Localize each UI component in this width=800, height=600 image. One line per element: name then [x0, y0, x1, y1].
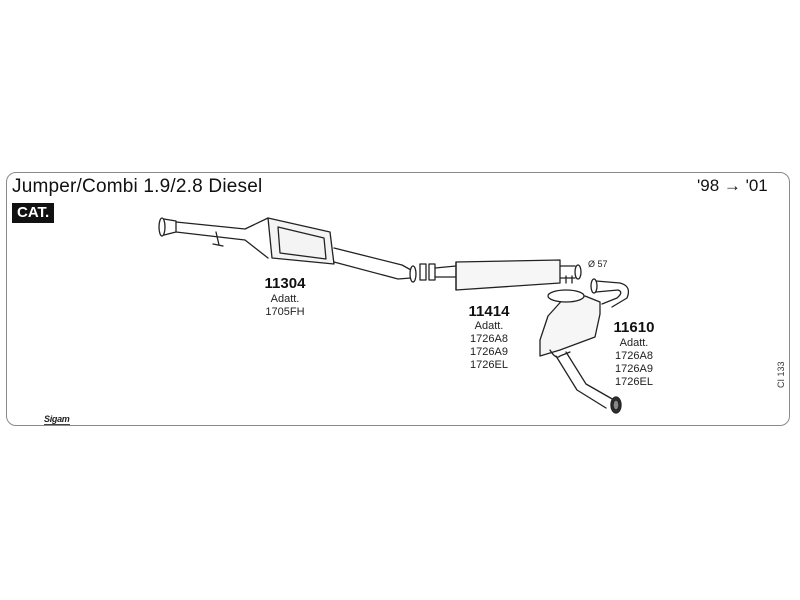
adapter-list-11414: Adatt. 1726A8 1726A9 1726EL — [462, 320, 516, 372]
vehicle-title: Jumper/Combi 1.9/2.8 Diesel — [12, 176, 263, 197]
adapter-label: Adatt. — [619, 337, 649, 349]
part-number-11414: 11414 — [468, 303, 510, 320]
adapter-code: 1726EL — [615, 376, 653, 388]
pipe-clamp[interactable] — [419, 263, 457, 281]
year-range: '98 → '01 — [697, 176, 768, 195]
brand-logo: Sigam — [44, 414, 70, 425]
part-number-11610: 11610 — [613, 319, 655, 336]
cat-badge: CAT. — [12, 203, 55, 223]
adapter-label: Adatt. — [474, 320, 504, 332]
catalog-reference: CI 133 — [776, 361, 786, 388]
adapter-code: 1726A8 — [470, 333, 508, 345]
adapter-list-11610: Adatt. 1726A8 1726A9 1726EL — [607, 337, 661, 389]
adapter-list-11304: Adatt. 1705FH — [258, 293, 312, 319]
middle-silencer[interactable] — [455, 259, 582, 291]
adapter-code: 1726A8 — [615, 350, 653, 362]
part-number-11304: 11304 — [264, 275, 306, 292]
diagram-panel — [6, 172, 790, 426]
diameter-note: Ø 57 — [588, 259, 608, 269]
adapter-code: 1705FH — [265, 306, 305, 318]
adapter-code: 1726EL — [470, 359, 508, 371]
adapter-code: 1726A9 — [470, 346, 508, 358]
adapter-label: Adatt. — [270, 293, 300, 305]
rear-silencer[interactable] — [539, 278, 630, 414]
adapter-code: 1726A9 — [615, 363, 653, 375]
front-pipe-catalyst[interactable] — [158, 217, 417, 283]
